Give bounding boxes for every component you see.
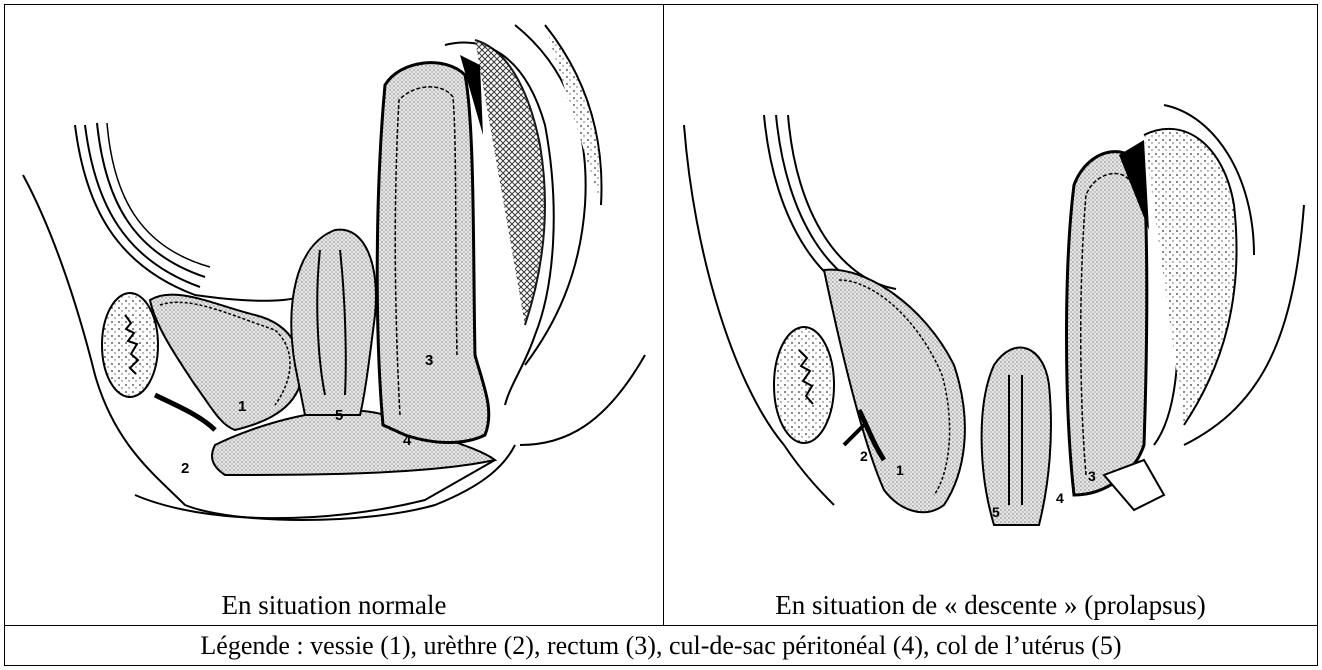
diagram-normal: 1 2 3 4 5	[5, 5, 663, 580]
rectum	[377, 63, 489, 443]
pubic-bone	[102, 293, 158, 397]
caption-prolapse: En situation de « descente » (prolapsus)	[664, 589, 1317, 621]
figure-table: 1 2 3 4 5 En situation normale	[4, 4, 1318, 666]
pubic-bone	[774, 327, 834, 443]
label-5: 5	[992, 504, 1000, 520]
label-3: 3	[425, 352, 433, 369]
abdominal-wall	[764, 115, 884, 305]
diagram-prolapse: 1 2 3 4 5	[664, 5, 1317, 580]
label-1: 1	[896, 462, 904, 478]
caption-normal: En situation normale	[5, 589, 663, 621]
sacrum	[1144, 129, 1237, 425]
body-outline	[684, 125, 834, 505]
label-4: 4	[403, 432, 412, 449]
panel-normal: 1 2 3 4 5 En situation normale	[5, 5, 664, 625]
bladder	[150, 295, 301, 430]
label-2: 2	[860, 448, 868, 464]
label-2: 2	[181, 460, 189, 477]
uterus	[291, 230, 376, 415]
uterus	[982, 348, 1051, 525]
label-5: 5	[335, 407, 343, 424]
legend: Légende : vessie (1), urèthre (2), rectu…	[5, 625, 1317, 667]
label-1: 1	[238, 398, 246, 415]
rectum	[1067, 152, 1147, 495]
label-3: 3	[1088, 468, 1096, 484]
label-4: 4	[1056, 490, 1064, 506]
back-contour	[520, 355, 645, 445]
panel-prolapse: 1 2 3 4 5 En situation de « descente » (…	[664, 5, 1317, 625]
